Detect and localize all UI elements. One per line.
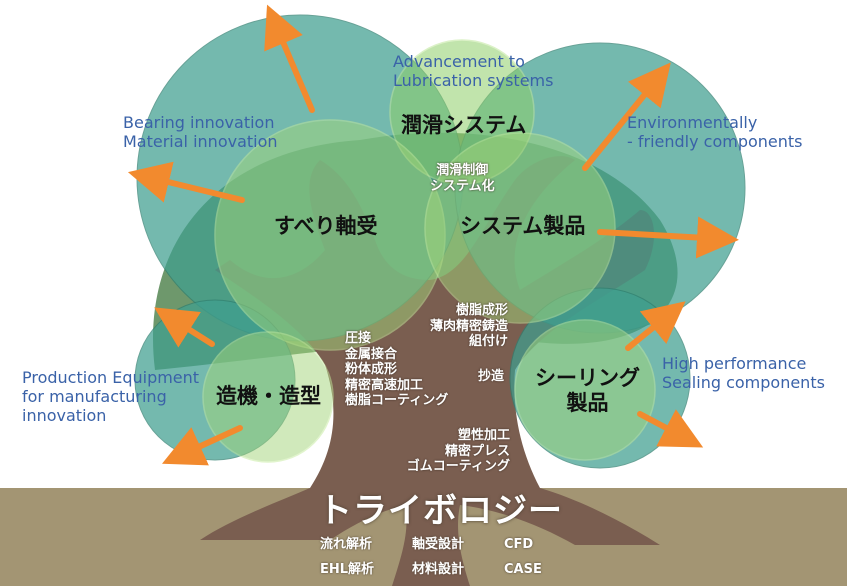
arrow-left [127,161,245,203]
root-item-material-design: 材料設計 [412,562,465,577]
root-item-bearing-design: 軸受設計 [412,537,465,552]
tech-papermaking: 抄造 [478,369,505,384]
label-bearing-innovation: Bearing innovation Material innovation [123,113,278,152]
tech-lubrication-control: 潤滑制御 システム化 [430,163,495,194]
label-environmental-components: Environmentally - friendly components [627,113,803,152]
arrow-production-up [154,307,215,348]
root-item-flow-analysis: 流れ解析 [320,537,373,552]
tech-resin-casting: 樹脂成形 薄肉精密鋳造 組付け [429,303,508,350]
root-item-cfd: CFD [504,537,534,552]
arrow-sealing-down [637,409,704,448]
branch-plain-bearing: すべり軸受 [274,214,378,238]
root-item-case: CASE [504,562,542,577]
root-item-ehl-analysis: EHL解析 [320,562,375,577]
arrow-up-left [264,4,315,113]
label-production-equipment: Production Equipment for manufacturing i… [22,368,200,426]
label-lubrication-advancement: Advancement to Lubrication systems [393,52,554,91]
arrow-production-down [162,425,243,466]
arrow-up-right [582,62,671,171]
branch-system-products: システム製品 [460,214,586,238]
bubble-system-products [424,132,616,324]
arrow-sealing-up [625,301,686,351]
tech-metal-processes: 圧接 金属接合 粉体成形 精密高速加工 樹脂コーティング [345,331,449,409]
tech-plastic-processing: 塑性加工 精密プレス ゴムコーティング [406,428,510,475]
branch-sealing-products: シーリング 製品 [535,366,640,416]
branch-lubrication-system: 潤滑システム [401,113,527,137]
bubble-sealing-products [514,319,656,461]
branch-machine-molding: 造機・造型 [216,384,321,408]
arrow-right [597,216,739,259]
root-title-tribology: トライボロジー [318,491,563,531]
label-sealing-components: High performance Sealing components [662,354,825,393]
